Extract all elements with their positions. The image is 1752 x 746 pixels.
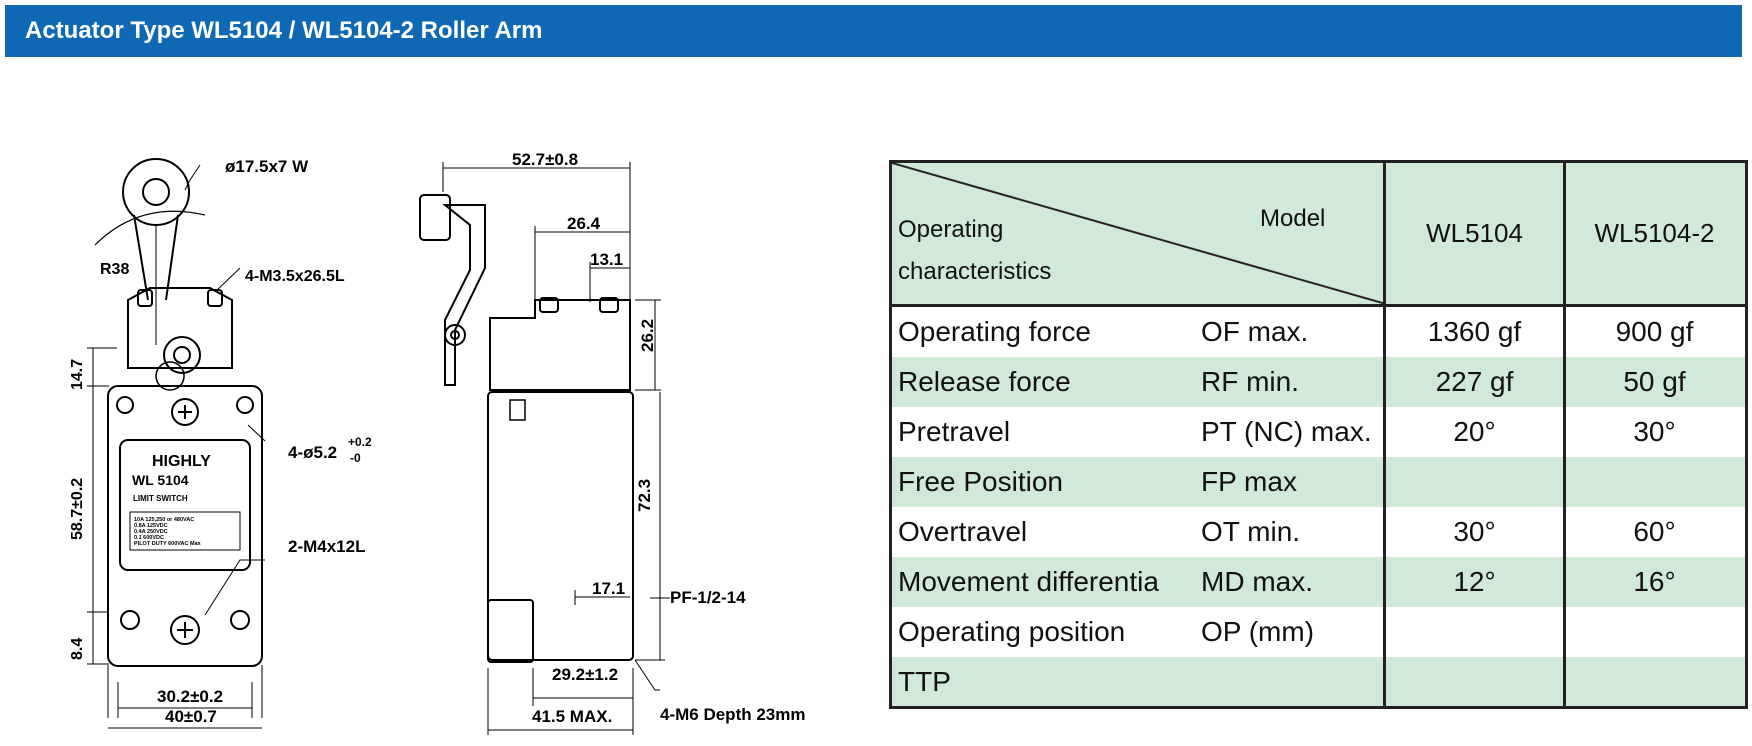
depth-dim-label: 29.2±1.2 xyxy=(552,665,618,684)
row-value-wl5104-2: 16° xyxy=(1633,566,1676,597)
row-value-wl5104-2: 50 gf xyxy=(1623,366,1686,397)
switch-type-label: LIMIT SWITCH xyxy=(133,494,188,503)
overall-width-label: 52.7±0.8 xyxy=(512,150,578,169)
row-value-wl5104-2: 30° xyxy=(1633,416,1676,447)
table-row: Pretravel PT (NC) max. 20° 30° xyxy=(892,407,1745,457)
column-header-wl5104-2: WL5104-2 xyxy=(1594,218,1715,248)
front-view xyxy=(87,158,266,729)
bottom-height-label: 8.4 xyxy=(69,638,86,660)
conduit-label: PF-1/2-14 xyxy=(670,588,746,607)
header-diagonal xyxy=(892,163,1386,304)
table-row: Overtravel OT min. 30° 60° xyxy=(892,507,1745,557)
spec-table: Operating characteristics Model WL5104 W… xyxy=(889,160,1748,709)
row-code: OP (mm) xyxy=(1201,616,1315,647)
header-operating-line1: Operating xyxy=(898,216,1004,243)
row-name: Free Position xyxy=(898,466,1063,497)
row-value-wl5104-2 xyxy=(1566,607,1743,657)
row-name: Operating force xyxy=(898,316,1091,347)
row-code: MD max. xyxy=(1201,566,1313,597)
row-code: FP max xyxy=(1201,466,1297,497)
tolerance-plus: +0.2 xyxy=(348,435,372,449)
row-code: OF max. xyxy=(1201,316,1309,347)
header-operating-line2: characteristics xyxy=(898,258,1052,285)
row-code: RF min. xyxy=(1201,366,1299,397)
body-height-label: 58.7±0.2 xyxy=(69,478,86,540)
rating-line-1: 10A 125,250 or 480VAC xyxy=(134,517,194,523)
row-value-wl5104-2: 60° xyxy=(1633,516,1676,547)
roller-dim-label: ø17.5x7 W xyxy=(225,157,309,176)
row-value-wl5104-2 xyxy=(1566,657,1743,707)
row-code: OT min. xyxy=(1201,516,1301,547)
table-row: Movement differentia MD max. 12° 16° xyxy=(892,557,1745,607)
header-operating: Operating characteristics xyxy=(898,209,1051,293)
top-height-label: 14.7 xyxy=(69,359,86,390)
rating-line-3: 0.4A 250VDC xyxy=(134,529,168,535)
row-value-wl5104: 227 gf xyxy=(1435,366,1514,397)
row-name: Overtravel xyxy=(898,516,1028,547)
model-plate-label: WL 5104 xyxy=(132,472,189,488)
column-divider xyxy=(1383,163,1386,706)
column-divider xyxy=(1563,163,1566,706)
side-view xyxy=(419,162,670,735)
bottom-screw-label: 2-M4x12L xyxy=(288,537,365,556)
row-name: TTP xyxy=(898,666,951,697)
technical-drawing: ø17.5x7 W R38 4-M3.5x26.5L 14.7 58.7±0.2… xyxy=(69,150,805,735)
row-value-wl5104: 20° xyxy=(1453,416,1496,447)
rating-line-4: 0.1 600VDC xyxy=(134,535,164,541)
header-model: Model xyxy=(1260,205,1326,232)
table-row: Release force RF min. 227 gf 50 gf xyxy=(892,357,1745,407)
row-value-wl5104: 1360 gf xyxy=(1427,316,1522,347)
rating-line-5: PILOT DUTY 600VAC Max xyxy=(134,541,202,547)
max-depth-label: 41.5 MAX. xyxy=(532,707,612,726)
row-value-wl5104 xyxy=(1386,457,1563,507)
row-value-wl5104 xyxy=(1386,657,1563,707)
row-name: Release force xyxy=(898,366,1071,397)
table-header: Operating characteristics Model WL5104 W… xyxy=(892,163,1745,307)
mount-hole-label: 4-ø5.2 xyxy=(288,443,337,462)
conduit-offset-label: 17.1 xyxy=(592,579,625,598)
page-title: Actuator Type WL5104 / WL5104-2 Roller A… xyxy=(25,17,543,44)
table-row: TTP xyxy=(892,657,1745,706)
row-value-wl5104-2: 900 gf xyxy=(1615,316,1694,347)
column-header-wl5104: WL5104 xyxy=(1426,218,1523,248)
table-row: Operating force OF max. 1360 gf 900 gf xyxy=(892,307,1745,357)
row-value-wl5104: 30° xyxy=(1453,516,1496,547)
title-bar: Actuator Type WL5104 / WL5104-2 Roller A… xyxy=(5,5,1742,57)
tolerance-minus: -0 xyxy=(350,451,361,465)
hole-spacing-label: 30.2±0.2 xyxy=(157,687,223,706)
side-height-label: 72.3 xyxy=(635,479,654,512)
row-value-wl5104: 12° xyxy=(1453,566,1496,597)
rating-line-2: 0.8A 125VDC xyxy=(134,523,168,529)
row-value-wl5104-2 xyxy=(1566,457,1743,507)
head-height-label: 26.2 xyxy=(638,319,657,352)
screw-label: 4-M3.5x26.5L xyxy=(245,268,345,285)
row-code: PT (NC) max. xyxy=(1201,416,1372,447)
mount-thread-label: 4-M6 Depth 23mm xyxy=(660,705,805,724)
row-name: Operating position xyxy=(898,616,1126,647)
row-value-wl5104 xyxy=(1386,607,1563,657)
row-name: Movement differentia xyxy=(898,566,1159,597)
row-name: Pretravel xyxy=(898,416,1011,447)
table-row: Operating position OP (mm) xyxy=(892,607,1745,657)
plunger-offset-label: 13.1 xyxy=(590,250,623,269)
brand-label: HIGHLY xyxy=(152,453,211,470)
radius-label: R38 xyxy=(100,261,129,278)
base-width-label: 40±0.7 xyxy=(165,707,217,726)
table-row: Free Position FP max xyxy=(892,457,1745,507)
arm-offset-label: 26.4 xyxy=(567,214,601,233)
